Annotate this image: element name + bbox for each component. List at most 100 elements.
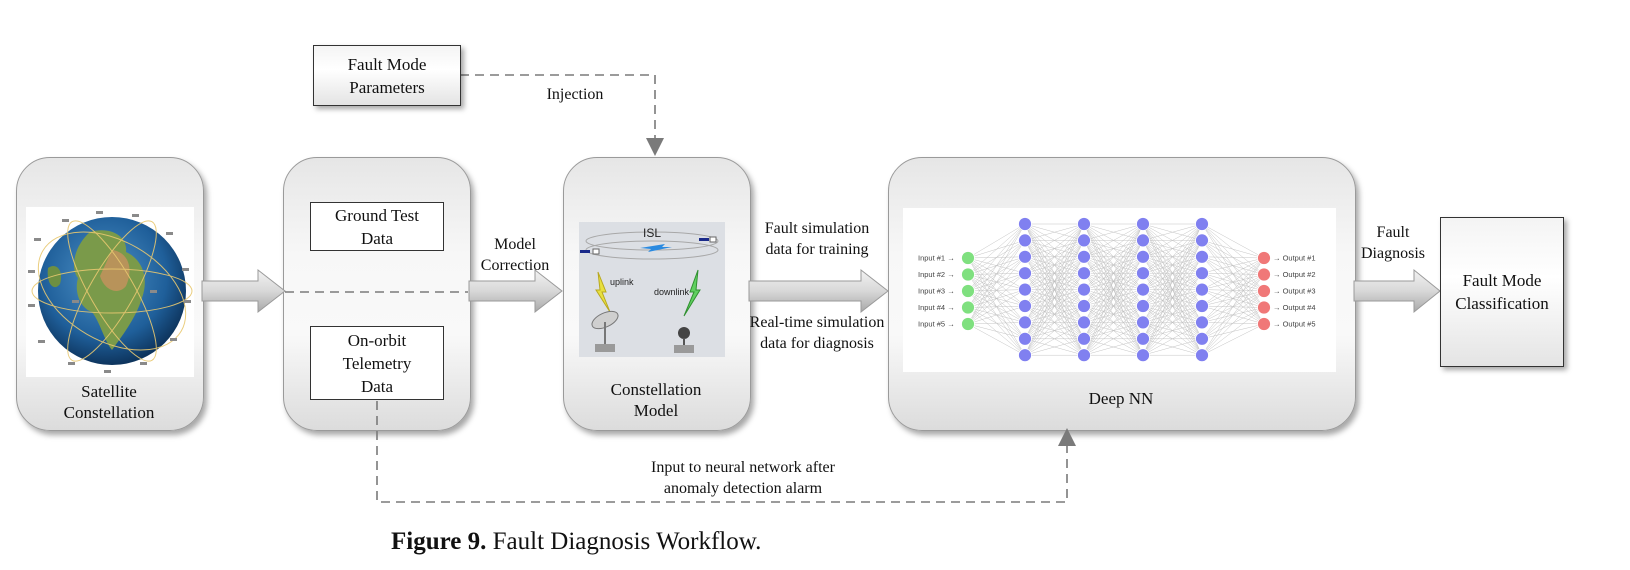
nn-edge (1201, 257, 1265, 339)
nn-output-node (1257, 284, 1271, 298)
nn-output-label: → Output #5 (1273, 320, 1316, 329)
nn-edge (967, 240, 1026, 325)
nn-edge (1024, 223, 1085, 339)
fault-simulation-label: Fault simulation data for training (764, 220, 870, 258)
nn-edge (1024, 273, 1085, 356)
nn-edge (1142, 273, 1203, 356)
nn-edge (1083, 223, 1144, 241)
nn-edge (967, 305, 1026, 325)
nn-hidden-node (1077, 217, 1091, 231)
nn-edge (1083, 305, 1144, 356)
nn-edge (967, 223, 1026, 259)
nn-edge (1083, 289, 1144, 356)
nn-edge (1083, 223, 1144, 323)
nn-input-arrowhead (1058, 428, 1076, 446)
nn-hidden-node (1136, 315, 1150, 330)
nn-edge (1142, 256, 1203, 356)
injection-arrowhead (646, 138, 664, 156)
nn-edge (1142, 305, 1203, 356)
nn-input-node (961, 251, 975, 265)
on-orbit-telemetry-label: On-orbit Telemetry Data (342, 330, 412, 396)
nn-edge (1201, 257, 1265, 356)
arrow-sat-to-data (201, 268, 286, 314)
nn-edge (1083, 223, 1144, 257)
nn-edge (1024, 338, 1085, 356)
nn-edge (1142, 322, 1203, 356)
nn-edge (967, 323, 1026, 356)
nn-edge (1083, 223, 1144, 290)
nn-input-node (961, 300, 975, 315)
figure-title: Fault Diagnosis Workflow. (492, 528, 762, 555)
nn-nodes (961, 217, 1271, 363)
telemetry-to-nn-line (376, 401, 1068, 503)
nn-edge (1083, 223, 1144, 274)
isl-label: ISL (643, 226, 661, 240)
nn-hidden-node (1136, 266, 1150, 281)
nn-hidden-node (1077, 249, 1091, 264)
on-orbit-telemetry-box: On-orbit Telemetry Data (310, 326, 444, 400)
nn-edge (1142, 223, 1203, 257)
nn-hidden-node (1136, 282, 1150, 297)
nn-hidden-node (1018, 331, 1032, 346)
nn-hidden-node (1018, 266, 1032, 281)
nn-edge (1142, 240, 1203, 356)
nn-edge (1142, 223, 1203, 356)
nn-input-node (961, 284, 975, 298)
nn-edge (967, 273, 1026, 325)
nn-connections (967, 223, 1265, 356)
arrow-model-to-nn (748, 268, 889, 314)
fault-mode-classification-box: Fault Mode Classification (1440, 217, 1564, 367)
nn-output-node (1257, 300, 1271, 315)
nn-hidden-node (1195, 315, 1209, 330)
nn-output-node (1257, 317, 1271, 331)
nn-edge (967, 322, 1026, 325)
nn-hidden-node (1195, 266, 1209, 281)
arrow-data-to-model (468, 268, 563, 314)
nn-output-node (1257, 267, 1271, 282)
nn-edge (1024, 223, 1085, 241)
nn-edge (1201, 223, 1265, 259)
nn-edge (1201, 290, 1265, 356)
nn-hidden-node (1077, 233, 1091, 248)
nn-hidden-node (1018, 282, 1032, 297)
nn-hidden-node (1195, 299, 1209, 313)
nn-hidden-node (1018, 233, 1032, 248)
nn-hidden-node (1195, 249, 1209, 264)
nn-hidden-node (1077, 331, 1091, 346)
nn-edge (1201, 257, 1265, 307)
nn-edge (1142, 223, 1203, 339)
nn-edge (967, 223, 1026, 275)
nn-edge (1201, 257, 1265, 290)
nn-edge (1142, 289, 1203, 356)
nn-io-labels: Input #1 →Input #2 →Input #3 →Input #4 →… (918, 254, 1316, 329)
nn-input-label: Input #5 → (918, 320, 955, 329)
nn-edge (1024, 289, 1085, 356)
nn-hidden-node (1077, 299, 1091, 313)
nn-edge (1142, 223, 1203, 274)
nn-edge (1083, 273, 1144, 356)
fault-mode-classification-label: Fault Mode Classification (1455, 271, 1549, 313)
nn-input-node (961, 267, 975, 282)
nn-output-label: → Output #4 (1273, 303, 1316, 312)
nn-edge (1142, 338, 1203, 356)
nn-output-label: → Output #2 (1273, 270, 1316, 279)
nn-input-label: Input #1 → (918, 254, 955, 263)
nn-hidden-node (1136, 217, 1150, 231)
nn-output-label: → Output #1 (1273, 254, 1316, 263)
nn-hidden-node (1195, 233, 1209, 248)
nn-edge (967, 323, 1026, 340)
figure-caption: Figure 9. Fault Diagnosis Workflow. (391, 528, 761, 556)
nn-edge (1083, 256, 1144, 356)
nn-hidden-node (1077, 266, 1091, 281)
realtime-simulation-label: Real-time simulation data for diagnosis (749, 314, 885, 352)
nn-hidden-node (1195, 282, 1209, 297)
nn-edge (1201, 307, 1265, 356)
nn-hidden-node (1018, 299, 1032, 313)
nn-hidden-node (1077, 348, 1091, 363)
nn-edge (1024, 322, 1085, 356)
nn-edge (1024, 223, 1085, 307)
nn-edge (967, 223, 1026, 292)
nn-hidden-node (1195, 348, 1209, 363)
nn-hidden-node (1077, 315, 1091, 330)
